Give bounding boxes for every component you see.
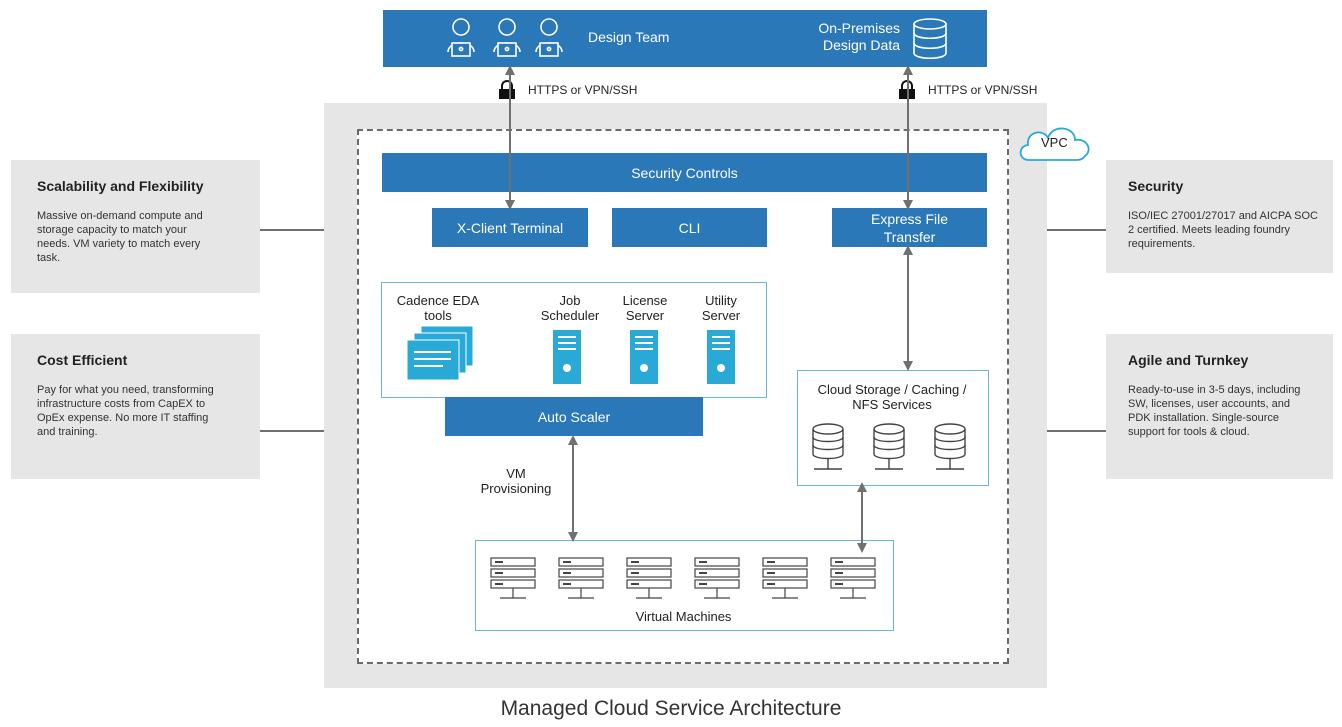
security-title: Security [1128,178,1184,194]
database-icon [913,18,947,60]
agile-title: Agile and Turnkey [1128,352,1249,368]
user-icons [447,18,563,57]
user-laptop-icon [535,18,563,57]
vm-server-icon [490,557,536,599]
server-icon [630,330,658,384]
right-protocol-label: HTTPS or VPN/SSH [928,83,1038,97]
utility-server-label: Utility Server [701,293,741,323]
server-icon [707,330,735,384]
eda-tools-icon [406,325,474,381]
database-icon [873,423,905,470]
scalability-body: Massive on-demand compute and storage ca… [37,210,203,264]
vm-servers [490,557,876,599]
agile-body: Ready-to-use in 3-5 days, including SW, … [1128,384,1301,438]
storage-databases [812,423,966,470]
vpc-cloud-icon [1019,127,1090,161]
cost-body: Pay for what you need, transforming infr… [37,384,214,438]
vm-server-icon [558,557,604,599]
auto-scaler: Auto Scaler [445,397,703,436]
on-premises-label: On-Premises Design Data [818,20,900,53]
security-body: ISO/IEC 27001/27017 and AICPA SOC 2 cert… [1128,210,1318,250]
agile-panel: Agile and Turnkey Ready-to-use in 3-5 da… [1106,334,1333,479]
scalability-panel: Scalability and Flexibility Massive on-d… [11,160,260,293]
cloud-storage-box [797,370,989,486]
vm-server-icon [830,557,876,599]
virtual-machines-label: Virtual Machines [635,609,732,624]
users-bar [383,10,987,67]
x-client-terminal: X-Client Terminal [432,208,588,247]
vm-provisioning-label: VM Provisioning [480,466,552,496]
express-file-transfer: Express File Transfer [832,208,987,247]
vm-server-icon [626,557,672,599]
user-laptop-icon [447,18,475,57]
vpc-label: VPC [1041,135,1068,150]
left-protocol-label: HTTPS or VPN/SSH [528,83,638,97]
cloud-storage-label: Cloud Storage / Caching / NFS Services [817,382,967,412]
lock-icon [899,80,915,99]
database-icon [934,423,966,470]
server-icon [553,330,581,384]
cli-box: CLI [612,208,767,247]
cost-title: Cost Efficient [37,352,128,368]
vm-server-icon [762,557,808,599]
design-team-label: Design Team [588,29,670,45]
vm-server-icon [694,557,740,599]
lock-icon [499,80,515,99]
diagram-caption: Managed Cloud Service Architecture [500,697,842,720]
user-laptop-icon [493,18,521,57]
job-scheduler-label: Job Scheduler [540,293,600,323]
database-icon [812,423,844,470]
security-controls-bar: Security Controls [382,153,987,192]
security-panel: Security ISO/IEC 27001/27017 and AICPA S… [1106,160,1333,273]
scalability-title: Scalability and Flexibility [37,178,204,194]
virtual-machines-box [475,540,894,631]
cadence-eda-label: Cadence EDA tools [396,293,480,323]
license-server-label: License Server [622,293,668,323]
cost-panel: Cost Efficient Pay for what you need, tr… [11,334,260,479]
